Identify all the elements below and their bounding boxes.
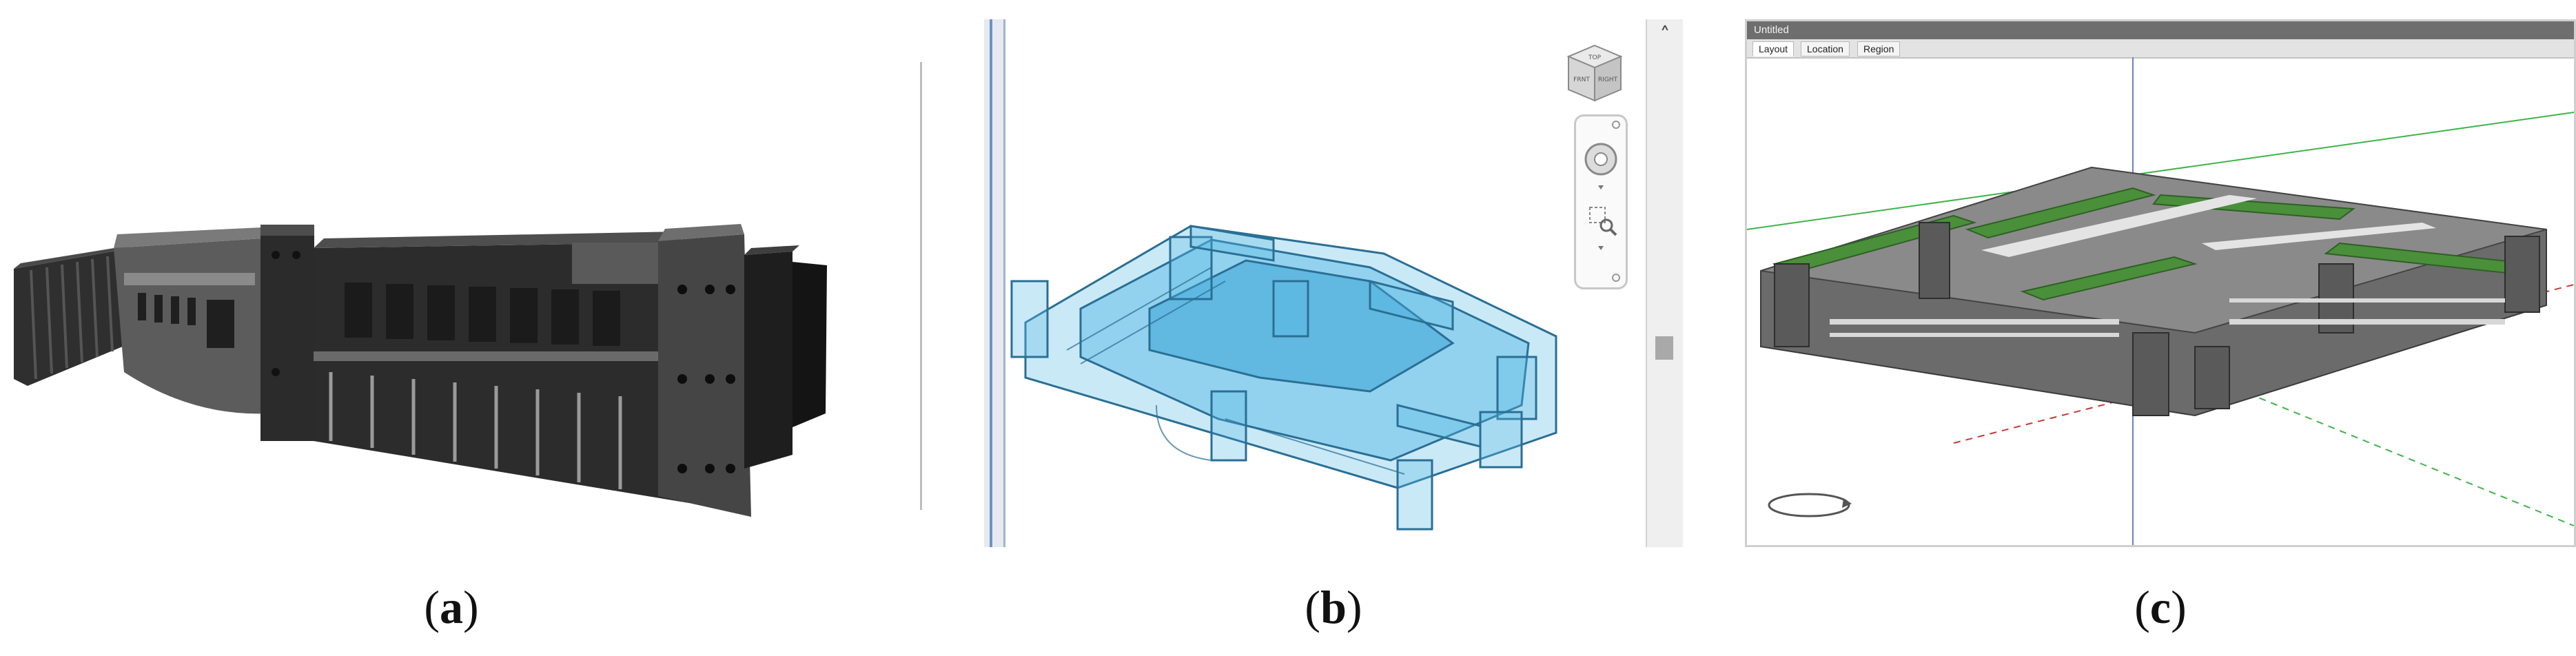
viewport-selection-stripe (990, 19, 992, 547)
zoom-dropdown-icon (1598, 246, 1604, 250)
scroll-thumb[interactable] (1655, 336, 1673, 360)
tab-bar: Layout Location Region (1747, 39, 2574, 59)
viewport-left-edge (984, 19, 1005, 547)
3d-viewport[interactable] (1747, 57, 2574, 546)
green-axis (1747, 112, 2574, 230)
viewcube-top-label: TOP (1588, 54, 1602, 61)
caption-b: (b) (1305, 581, 1362, 633)
scroll-up-arrow-icon[interactable]: ˄ (1659, 23, 1670, 48)
view-cube[interactable]: TOP FRNT RIGHT (1560, 39, 1629, 107)
panel-b-energy-model-viewport[interactable]: TOP FRNT RIGHT ˄ (984, 19, 1683, 547)
translucent-building-model[interactable] (984, 19, 1683, 547)
zoom-region-icon[interactable] (1589, 207, 1617, 236)
panel-a-massing-render (0, 28, 937, 558)
tab-layout[interactable]: Layout (1752, 41, 1795, 57)
vertical-scrollbar[interactable]: ˄ (1646, 19, 1683, 547)
viewcube-front-label: FRNT (1573, 76, 1590, 83)
wheel-dropdown-icon (1598, 185, 1604, 189)
navbar-close-icon (1612, 121, 1620, 129)
viewcube-right-label: RIGHT (1598, 76, 1618, 83)
tab-region[interactable]: Region (1857, 41, 1901, 57)
orbit-icon[interactable] (1768, 493, 1852, 517)
panel-divider (920, 62, 922, 510)
caption-c: (c) (2134, 581, 2187, 633)
panel-c-modeling-window[interactable]: Untitled Layout Location Region (1745, 19, 2576, 547)
dark-building-model (14, 224, 827, 517)
steering-wheel-icon[interactable] (1584, 143, 1617, 176)
caption-a: (a) (424, 581, 479, 633)
window-title: Untitled (1754, 24, 1789, 36)
navigation-bar (1574, 114, 1628, 289)
tab-location[interactable]: Location (1801, 41, 1850, 57)
window-title-bar[interactable]: Untitled (1747, 21, 2574, 39)
